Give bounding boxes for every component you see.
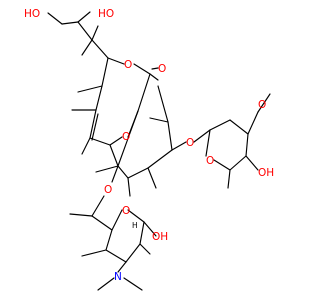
bond (143, 221, 157, 237)
bond (81, 249, 107, 257)
bond (105, 229, 113, 251)
bond (89, 137, 111, 146)
atom-labels: HO HO O O O O O O OH O O OH N H (24, 8, 274, 283)
bond (77, 85, 103, 93)
bond (193, 129, 211, 143)
bond (91, 25, 99, 41)
bond (171, 141, 187, 151)
bond (137, 73, 151, 112)
bond (69, 213, 93, 217)
bond (47, 12, 63, 25)
bond (151, 67, 159, 70)
bond (117, 165, 129, 179)
atom-label-hydroxyl: HO (24, 8, 40, 20)
bond (95, 165, 119, 173)
bond (257, 93, 271, 113)
bond (247, 111, 259, 135)
atom-label-hydroxyl: HO (98, 8, 114, 20)
bond (229, 155, 247, 171)
bond (81, 137, 91, 155)
bond (109, 144, 119, 167)
bond (209, 119, 231, 131)
atom-label-oxygen: O (122, 131, 130, 143)
atom-label-oxygen: O (258, 99, 266, 111)
bond (97, 277, 115, 291)
bond (139, 243, 151, 255)
bond (105, 249, 127, 263)
bond (127, 177, 131, 197)
bond (229, 119, 249, 135)
bond (133, 63, 151, 75)
atom-label-oxygen: O (104, 184, 112, 196)
atom-label-oxygen: O (186, 137, 194, 149)
atom-label-hydroxyl: OH (152, 231, 168, 243)
bond (107, 57, 125, 65)
bond (213, 159, 231, 171)
bond (95, 85, 103, 111)
atom-label-hydrogen: H (132, 221, 138, 230)
bond (127, 167, 149, 179)
bond (167, 121, 173, 151)
bond (89, 109, 97, 139)
bond (91, 113, 99, 141)
molecule-drawing: HO HO O O O O O O OH O O OH N H (24, 8, 274, 291)
bonds (47, 11, 271, 291)
atom-label-oxygen: O (124, 59, 132, 71)
bond (205, 129, 211, 157)
atom-label-nitrogen: N (114, 271, 122, 283)
bond (61, 21, 79, 25)
bond (227, 169, 231, 189)
bond (149, 73, 159, 81)
bond (91, 215, 113, 231)
bond (117, 110, 139, 167)
bond (245, 133, 249, 157)
bond (147, 149, 173, 169)
bond (81, 39, 93, 56)
bond (117, 261, 127, 273)
structure-diagram: HO HO O O O O O O OH O O OH N H (24, 8, 275, 291)
bond (125, 243, 141, 263)
bond (149, 117, 169, 123)
bond (157, 85, 169, 123)
bond (111, 209, 123, 231)
atom-label-oxygen: O (206, 155, 214, 167)
atom-label-hydroxyl: OH (258, 167, 274, 179)
bond (127, 209, 145, 223)
bond (109, 136, 123, 146)
bond (111, 165, 119, 183)
atom-label-oxygen: O (122, 205, 130, 217)
bond (123, 277, 143, 291)
atom-label-oxygen: O (158, 63, 166, 75)
bond (147, 167, 157, 189)
bond (139, 221, 145, 245)
bond (101, 57, 109, 87)
bond (91, 195, 105, 217)
bond (77, 11, 91, 23)
bond (77, 21, 93, 41)
bond (91, 39, 109, 59)
bond (245, 155, 259, 171)
